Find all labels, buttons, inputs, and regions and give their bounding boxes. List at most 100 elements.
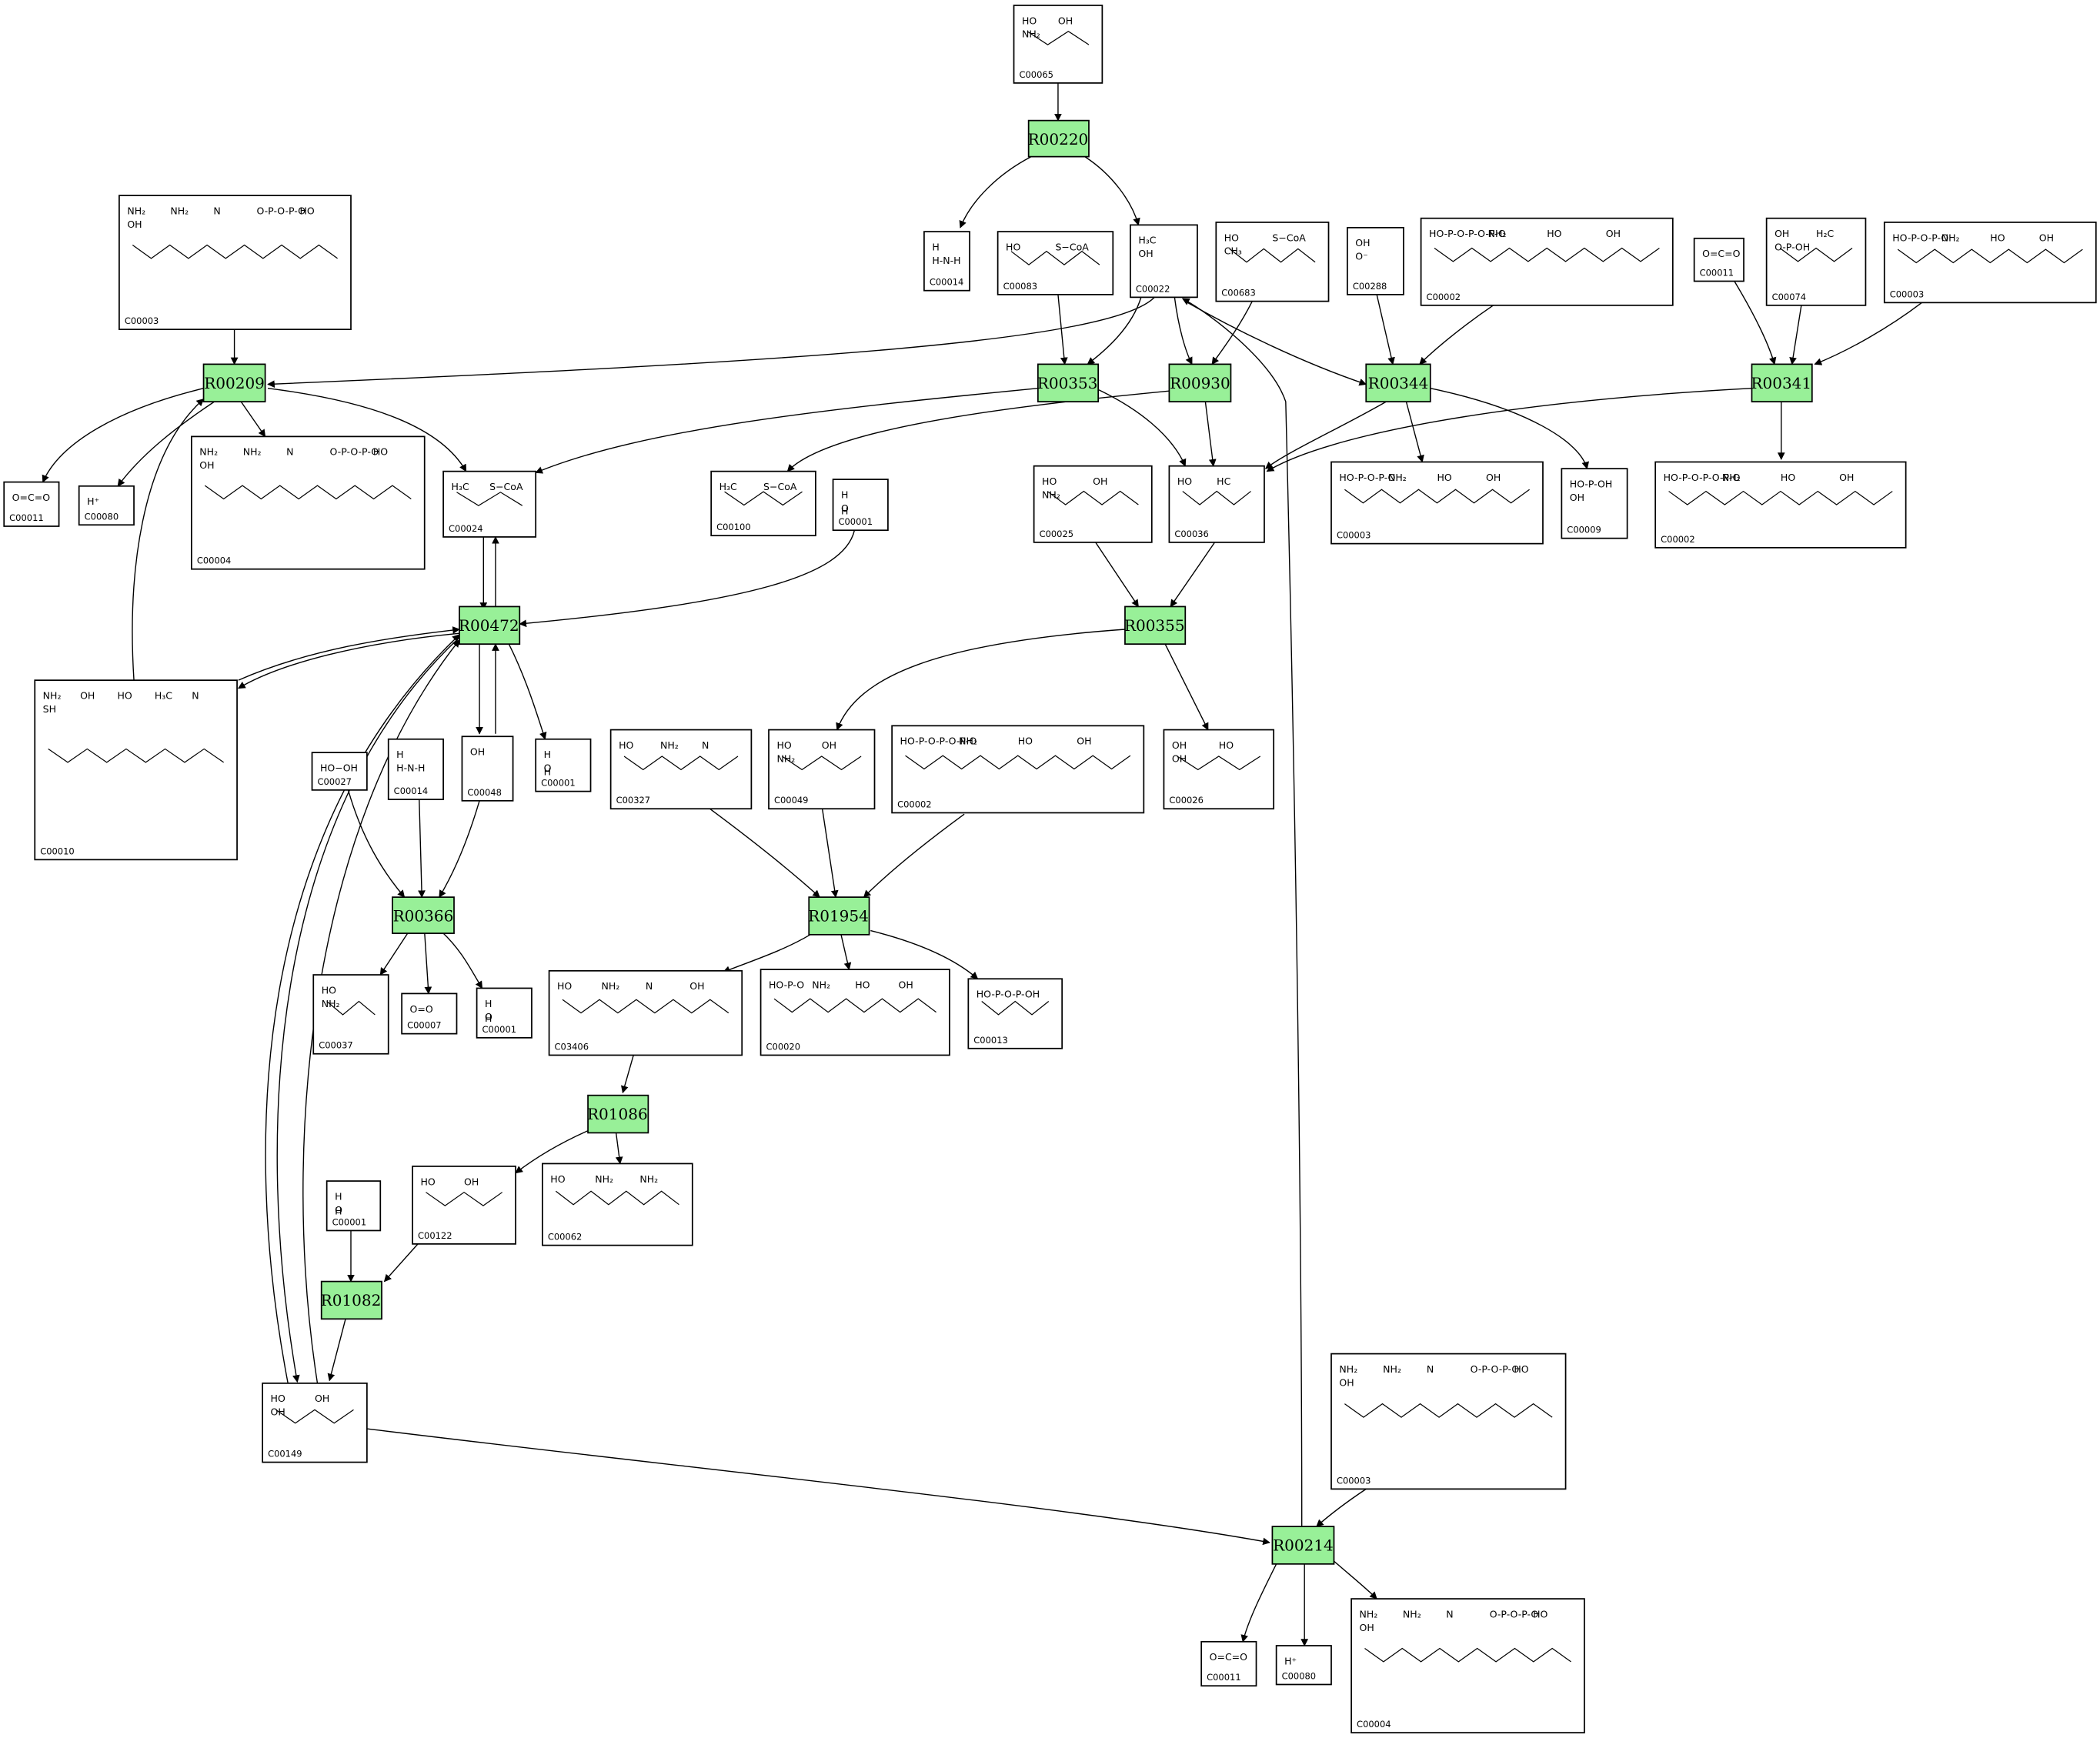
compound-label: C00049 [774,795,809,806]
r-r00930[interactable]: R00930 [1168,363,1232,403]
structure-atom-label: H [335,1206,342,1217]
structure-bonds [456,492,523,506]
r-r00472[interactable]: R00472 [459,605,521,645]
structure-atom-label: OH [1355,237,1370,249]
r-r01954[interactable]: R01954 [808,896,870,936]
r-r01086[interactable]: R01086 [587,1094,649,1134]
structure-atom-label: HO [550,1173,565,1185]
structure-atom-label: HO [1437,472,1451,483]
r-r00353[interactable]: R00353 [1037,363,1100,403]
edge [840,934,852,971]
compound-label: C00002 [897,799,932,809]
structure-bonds [426,1191,503,1206]
c-c00080-b[interactable]: H⁺C00080 [1275,1645,1332,1686]
structure-atom-label: H [544,766,551,778]
structure-atom-label: O-P-OH [1774,241,1810,252]
structure-bonds [782,756,862,771]
c-c00080-a[interactable]: H⁺C00080 [78,485,135,526]
edge [238,626,460,681]
structure-atom-label: O-P-O-P-O [256,205,305,216]
compound-label: C00020 [766,1042,801,1052]
structure-atom-label: OH [1172,739,1187,751]
structure-atom-label: H [932,241,939,252]
structure-atom-label: H-N-H [932,255,960,266]
structure-atom-label: O [485,1011,492,1022]
edge [117,401,215,487]
r-r00344[interactable]: R00344 [1365,363,1431,403]
edge [1316,1488,1367,1527]
r-r01082[interactable]: R01082 [321,1280,382,1320]
compound-label: C00122 [418,1230,452,1241]
r-r00366[interactable]: R00366 [392,896,455,934]
structure-bonds [1027,30,1090,45]
r-r00220[interactable]: R00220 [1028,119,1090,158]
r-r00355[interactable]: R00355 [1124,605,1187,645]
r-r00209[interactable]: R00209 [202,363,266,403]
structure-atom-label: O=C=O [12,492,51,503]
structure-atom-label: O=C=O [1210,1651,1248,1663]
edge [508,643,547,740]
compound-label: C00100 [716,522,750,532]
structure-atom-label: NH₂ [1722,472,1741,483]
edge [1405,401,1424,463]
structure-bonds [132,244,338,259]
compound-label: C00001 [332,1217,367,1228]
compound-label: C00001 [839,516,873,527]
edge [240,401,266,438]
c-c00288[interactable]: OHO⁻C00288 [1347,227,1404,295]
r-r00341[interactable]: R00341 [1751,363,1813,403]
structure-atom-label: HO [1006,241,1020,252]
r-r00214[interactable]: R00214 [1271,1526,1335,1565]
structure-bonds [1668,490,1893,505]
structure-atom-label: HO [1547,228,1561,239]
edge [366,1428,1270,1546]
structure-atom-label: NH₂ [322,998,340,1009]
structure-atom-label: HO [300,205,315,216]
structure-bonds [1010,250,1100,265]
structure-bonds [555,1190,679,1206]
structure-atom-label: N [213,205,220,216]
